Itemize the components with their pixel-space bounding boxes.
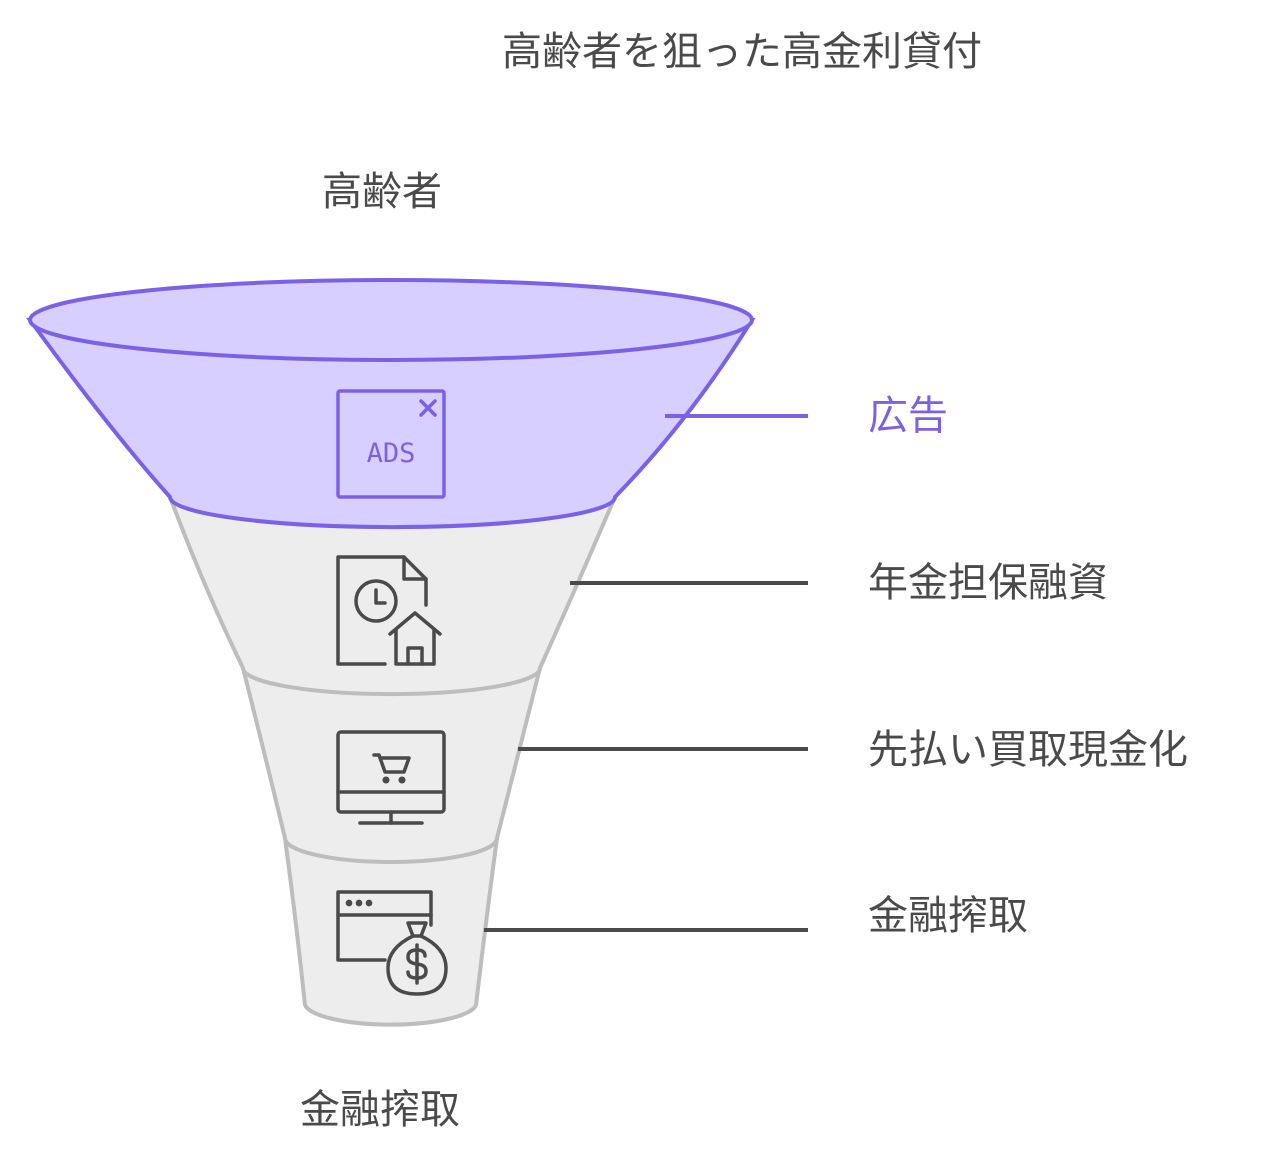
ads-icon: ADS <box>336 389 446 499</box>
funnel-rim <box>28 278 754 362</box>
ads-icon-text: ADS <box>367 438 416 469</box>
funnel-segment-1 <box>26 318 756 530</box>
diagram-title: 高齢者を狙った高金利貸付 <box>502 29 982 75</box>
stage-label-pension-loan: 年金担保融資 <box>868 560 1108 606</box>
browser-money-bag-icon <box>336 890 448 996</box>
funnel-segment-2 <box>167 495 619 697</box>
funnel-segment-4 <box>282 836 500 1027</box>
stage-label-prepaid-cash: 先払い買取現金化 <box>868 727 1188 773</box>
stage-label-financial-exploitation: 金融搾取 <box>868 893 1028 939</box>
stage-label-ads: 広告 <box>868 393 948 439</box>
funnel-top-label: 高齢者 <box>322 169 442 215</box>
funnel-bottom-label: 金融搾取 <box>300 1087 460 1133</box>
monitor-cart-icon <box>336 730 446 825</box>
funnel-segment-3 <box>240 666 543 864</box>
document-clock-house-icon <box>336 555 442 666</box>
